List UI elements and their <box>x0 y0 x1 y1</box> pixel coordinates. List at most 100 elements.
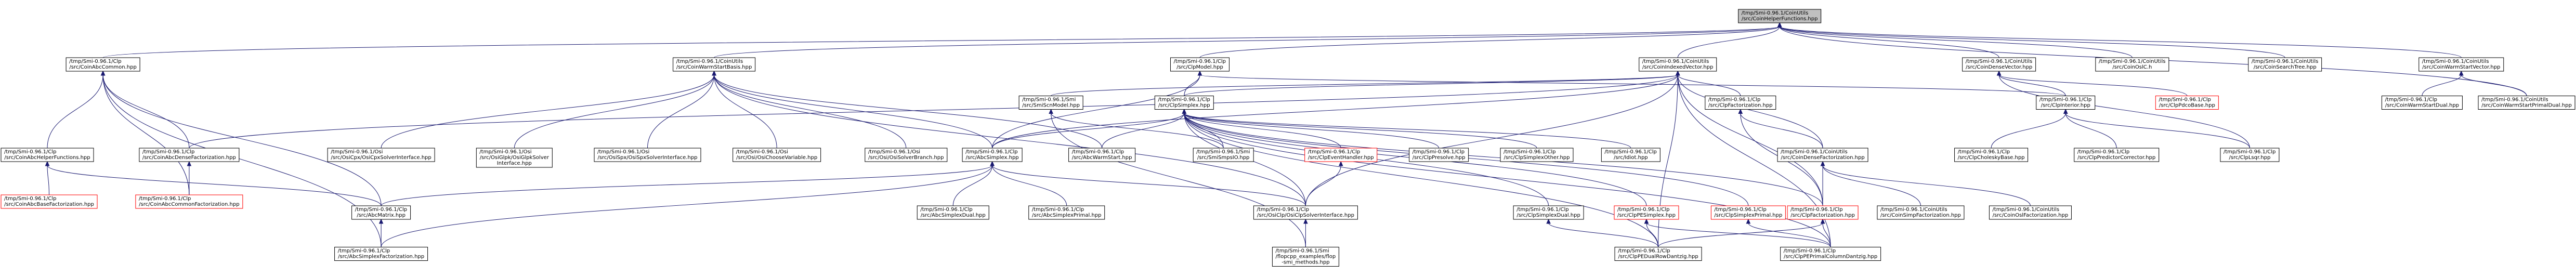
graph-node[interactable]: /tmp/Smi-0.96.1/Clp/src/AbcWarmStart.hpp <box>1068 148 1136 162</box>
graph-node[interactable]: /tmp/Smi-0.96.1/Clp/src/CoinAbcCommonFac… <box>135 194 243 209</box>
graph-edge <box>378 218 384 247</box>
node-box <box>1777 148 1868 162</box>
node-label-line: /tmp/Smi-0.96.1/Osi <box>736 149 788 155</box>
graph-node[interactable]: /tmp/Smi-0.96.1/CoinUtils/src/CoinWarmSt… <box>2418 57 2504 72</box>
node-label-line: /src/ClpPESimplex.hpp <box>1617 213 1676 218</box>
edge-line <box>102 26 1780 58</box>
edge-line <box>1051 74 1678 96</box>
graph-node[interactable]: /tmp/Smi-0.96.1/CoinUtils/src/CoinDenseV… <box>1962 57 2036 72</box>
graph-node[interactable]: /tmp/Smi-0.96.1/Clp/src/ClpPdcoBase.hpp <box>2155 96 2219 110</box>
node-box <box>2155 96 2219 110</box>
graph-edge <box>1182 109 1537 149</box>
edge-line <box>714 74 1103 149</box>
graph-node[interactable]: /tmp/Smi-0.96.1/Clp/src/ClpPESimplex.hpp <box>1614 205 1679 220</box>
node-box <box>139 148 240 162</box>
node-label-line: /tmp/Smi-0.96.1/Osi <box>868 149 920 155</box>
graph-node[interactable]: /tmp/Smi-0.96.1/Clp/src/CoinAbcHelperFun… <box>1 148 94 162</box>
graph-edge <box>1546 218 1659 247</box>
node-label-line: /src/AbcSimplexDual.hpp <box>921 213 986 218</box>
graph-node[interactable]: /tmp/Smi-0.96.1/Clp/src/CoinAbcCommon.hp… <box>66 57 140 72</box>
graph-node[interactable]: /tmp/Smi-0.96.1/Clp/src/ClpSimplex.hpp <box>1154 96 1214 110</box>
graph-node[interactable]: /tmp/Smi-0.96.1/Clp/src/AbcMatrix.hpp <box>351 205 411 220</box>
graph-node[interactable]: /tmp/Smi-0.96.1/Osi/src/OsiCpx/OsiCpxSol… <box>327 148 435 162</box>
graph-node[interactable]: /tmp/Smi-0.96.1/Clp/src/CoinAbcBaseFacto… <box>1 194 98 209</box>
graph-node[interactable]: /tmp/Smi-0.96.1/Clp/src/ClpPredictorCorr… <box>2074 148 2160 162</box>
node-box <box>1409 148 1469 162</box>
edge-line <box>2065 113 2250 149</box>
node-label-line: /src/ClpFactorization.hpp <box>1708 103 1773 109</box>
graph-node[interactable]: /tmp/Smi-0.96.1/Clp/src/AbcSimplexDual.h… <box>917 205 989 220</box>
graph-edge <box>100 70 190 149</box>
node-label-line: /src/ClpPEDualRowDantzig.hpp <box>1618 254 1698 260</box>
graph-node[interactable]: /tmp/Smi-0.96.1/CoinUtils/src/CoinOslFac… <box>1989 205 2072 220</box>
graph-node[interactable]: /tmp/Smi-0.96.1/Clp/src/ClpModel.hpp <box>1170 57 1230 72</box>
graph-node[interactable]: /tmp/Smi-0.96.1/Clp/src/ClpPresolve.hpp <box>1409 148 1469 162</box>
graph-edge <box>1677 22 1782 58</box>
graph-node[interactable]: /tmp/Smi-0.96.1/Osi/src/Osi/OsiChooseVar… <box>733 148 821 162</box>
node-box <box>917 205 989 220</box>
graph-node[interactable]: /tmp/Smi-0.96.1/Clp/src/ClpFactorization… <box>1787 205 1859 220</box>
graph-node[interactable]: /tmp/Smi-0.96.1/Clp/src/CoinAbcDenseFact… <box>139 148 240 162</box>
node-label-line: /tmp/Smi-0.96.1/CoinUtils <box>1966 59 2033 64</box>
graph-node[interactable]: /tmp/Smi-0.96.1/Clp/src/ClpEventHandler.… <box>1304 148 1378 162</box>
graph-node[interactable]: /tmp/Smi-0.96.1/Smi/flopcpp_examples/flo… <box>1272 247 1339 267</box>
graph-edge <box>1182 109 1631 149</box>
graph-edge <box>1820 161 1825 206</box>
graph-node[interactable]: /tmp/Smi-0.96.1/Clp/src/ClpInterior.hpp <box>2036 96 2096 110</box>
edge-line <box>647 74 715 149</box>
edge-arrowhead <box>1675 70 1680 76</box>
node-label-line: /tmp/Smi-0.96.1/Clp <box>1714 207 1767 213</box>
graph-node[interactable]: /tmp/Smi-0.96.1/Clp/src/AbcSimplex.hpp <box>962 148 1023 162</box>
node-box <box>2418 57 2504 72</box>
edge-arrowhead <box>1777 22 1782 28</box>
graph-node[interactable]: /tmp/Smi-0.96.1/CoinUtils/src/CoinWarmSt… <box>2478 96 2575 110</box>
graph-node[interactable]: /tmp/Smi-0.96.1/Osi/src/Osi/OsiSolverBra… <box>865 148 948 162</box>
node-label-line: /tmp/Smi-0.96.1/Clp <box>1503 149 1556 155</box>
graph-node[interactable]: /tmp/Smi-0.96.1/Clp/src/ClpPEDualRowDant… <box>1614 247 1702 261</box>
node-box <box>1614 205 1679 220</box>
edge-arrowhead <box>1049 109 1053 114</box>
graph-node[interactable]: /tmp/Smi-0.96.1/CoinUtils/src/CoinSimpFa… <box>1877 205 1965 220</box>
graph-node[interactable]: /tmp/Smi-0.96.1/CoinUtils/src/CoinDenseF… <box>1777 148 1868 162</box>
edge-line <box>992 74 1200 149</box>
graph-node[interactable]: /tmp/Smi-0.96.1/Osi/src/OsiSpx/OsiSpxSol… <box>594 148 701 162</box>
graph-node[interactable]: /tmp/Smi-0.96.1/Clp/src/ClpLsqr.hpp <box>2220 148 2280 162</box>
node-label-line: /src/CoinAbcDenseFactorization.hpp <box>142 155 236 161</box>
graph-edge <box>1738 109 1823 149</box>
graph-node[interactable]: /tmp/Smi-0.96.1/Clp/src/ClpPEPrimalColum… <box>1780 247 1881 261</box>
graph-node[interactable]: /tmp/Smi-0.96.1/Clp/src/ClpFactorization… <box>1705 96 1776 110</box>
node-label-line: /tmp/Smi-0.96.1/Osi <box>479 149 531 155</box>
graph-edge <box>1991 109 2068 149</box>
node-box <box>2036 96 2096 110</box>
edge-line <box>714 26 1780 58</box>
edge-line <box>102 74 190 149</box>
node-label-line: /tmp/Smi-0.96.1/Clp <box>1516 207 1569 213</box>
graph-node[interactable]: /tmp/Smi-0.96.1/Clp/src/CoinWarmStartDua… <box>2381 96 2463 110</box>
graph-edge <box>45 161 382 206</box>
node-box <box>334 247 428 261</box>
node-box <box>2074 148 2160 162</box>
graph-node[interactable]: /tmp/Smi-0.96.1/CoinUtils/src/CoinHelper… <box>1738 9 1822 23</box>
graph-node[interactable]: /tmp/Smi-0.96.1/Clp/src/ClpSimplexDual.h… <box>1513 205 1584 220</box>
graph-node[interactable]: /tmp/Smi-0.96.1/Clp/src/OsiClp/OsiClpSol… <box>1253 205 1358 220</box>
edge-line <box>1646 222 1831 247</box>
graph-node[interactable]: /tmp/Smi-0.96.1/Clp/src/ClpSimplexPrimal… <box>1710 205 1786 220</box>
graph-node[interactable]: /tmp/Smi-0.96.1/Clp/src/Idiot.hpp <box>1601 148 1660 162</box>
graph-node[interactable]: /tmp/Smi-0.96.1/CoinUtils/src/CoinOslC.h <box>2095 57 2169 72</box>
graph-node[interactable]: /tmp/Smi-0.96.1/Clp/src/ClpCholeskyBase.… <box>1954 148 2029 162</box>
node-label-line: /tmp/Smi-0.96.1/CoinUtils <box>1742 10 1809 16</box>
graph-node[interactable]: /tmp/Smi-0.96.1/Clp/src/AbcSimplexPrimal… <box>1028 205 1105 220</box>
graph-node[interactable]: /tmp/Smi-0.96.1/CoinUtils/src/CoinWarmSt… <box>673 57 756 72</box>
node-label-line: /tmp/Smi-0.96.1/CoinUtils <box>2099 59 2166 64</box>
graph-edge <box>952 161 995 206</box>
graph-node[interactable]: /tmp/Smi-0.96.1/Smi/src/SmiSmpsIO.hpp <box>1193 148 1254 162</box>
node-label-line: /tmp/Smi-0.96.1/Clp <box>2159 97 2211 103</box>
graph-node[interactable]: /tmp/Smi-0.96.1/CoinUtils/src/CoinSearch… <box>2248 57 2322 72</box>
graph-edge <box>712 70 907 149</box>
graph-node[interactable]: /tmp/Smi-0.96.1/CoinUtils/src/CoinIndexe… <box>1639 57 1717 72</box>
graph-node[interactable]: /tmp/Smi-0.96.1/Osi/src/OsiGlpk/OsiGlpkS… <box>476 148 553 168</box>
edge-arrowhead <box>45 161 50 166</box>
graph-node[interactable]: /tmp/Smi-0.96.1/Smi/src/SmiScnModel.hpp <box>1018 96 1083 110</box>
graph-node[interactable]: /tmp/Smi-0.96.1/Clp/src/ClpSimplexOther.… <box>1500 148 1574 162</box>
graph-node[interactable]: /tmp/Smi-0.96.1/Clp/src/AbcSimplexFactor… <box>334 247 428 261</box>
